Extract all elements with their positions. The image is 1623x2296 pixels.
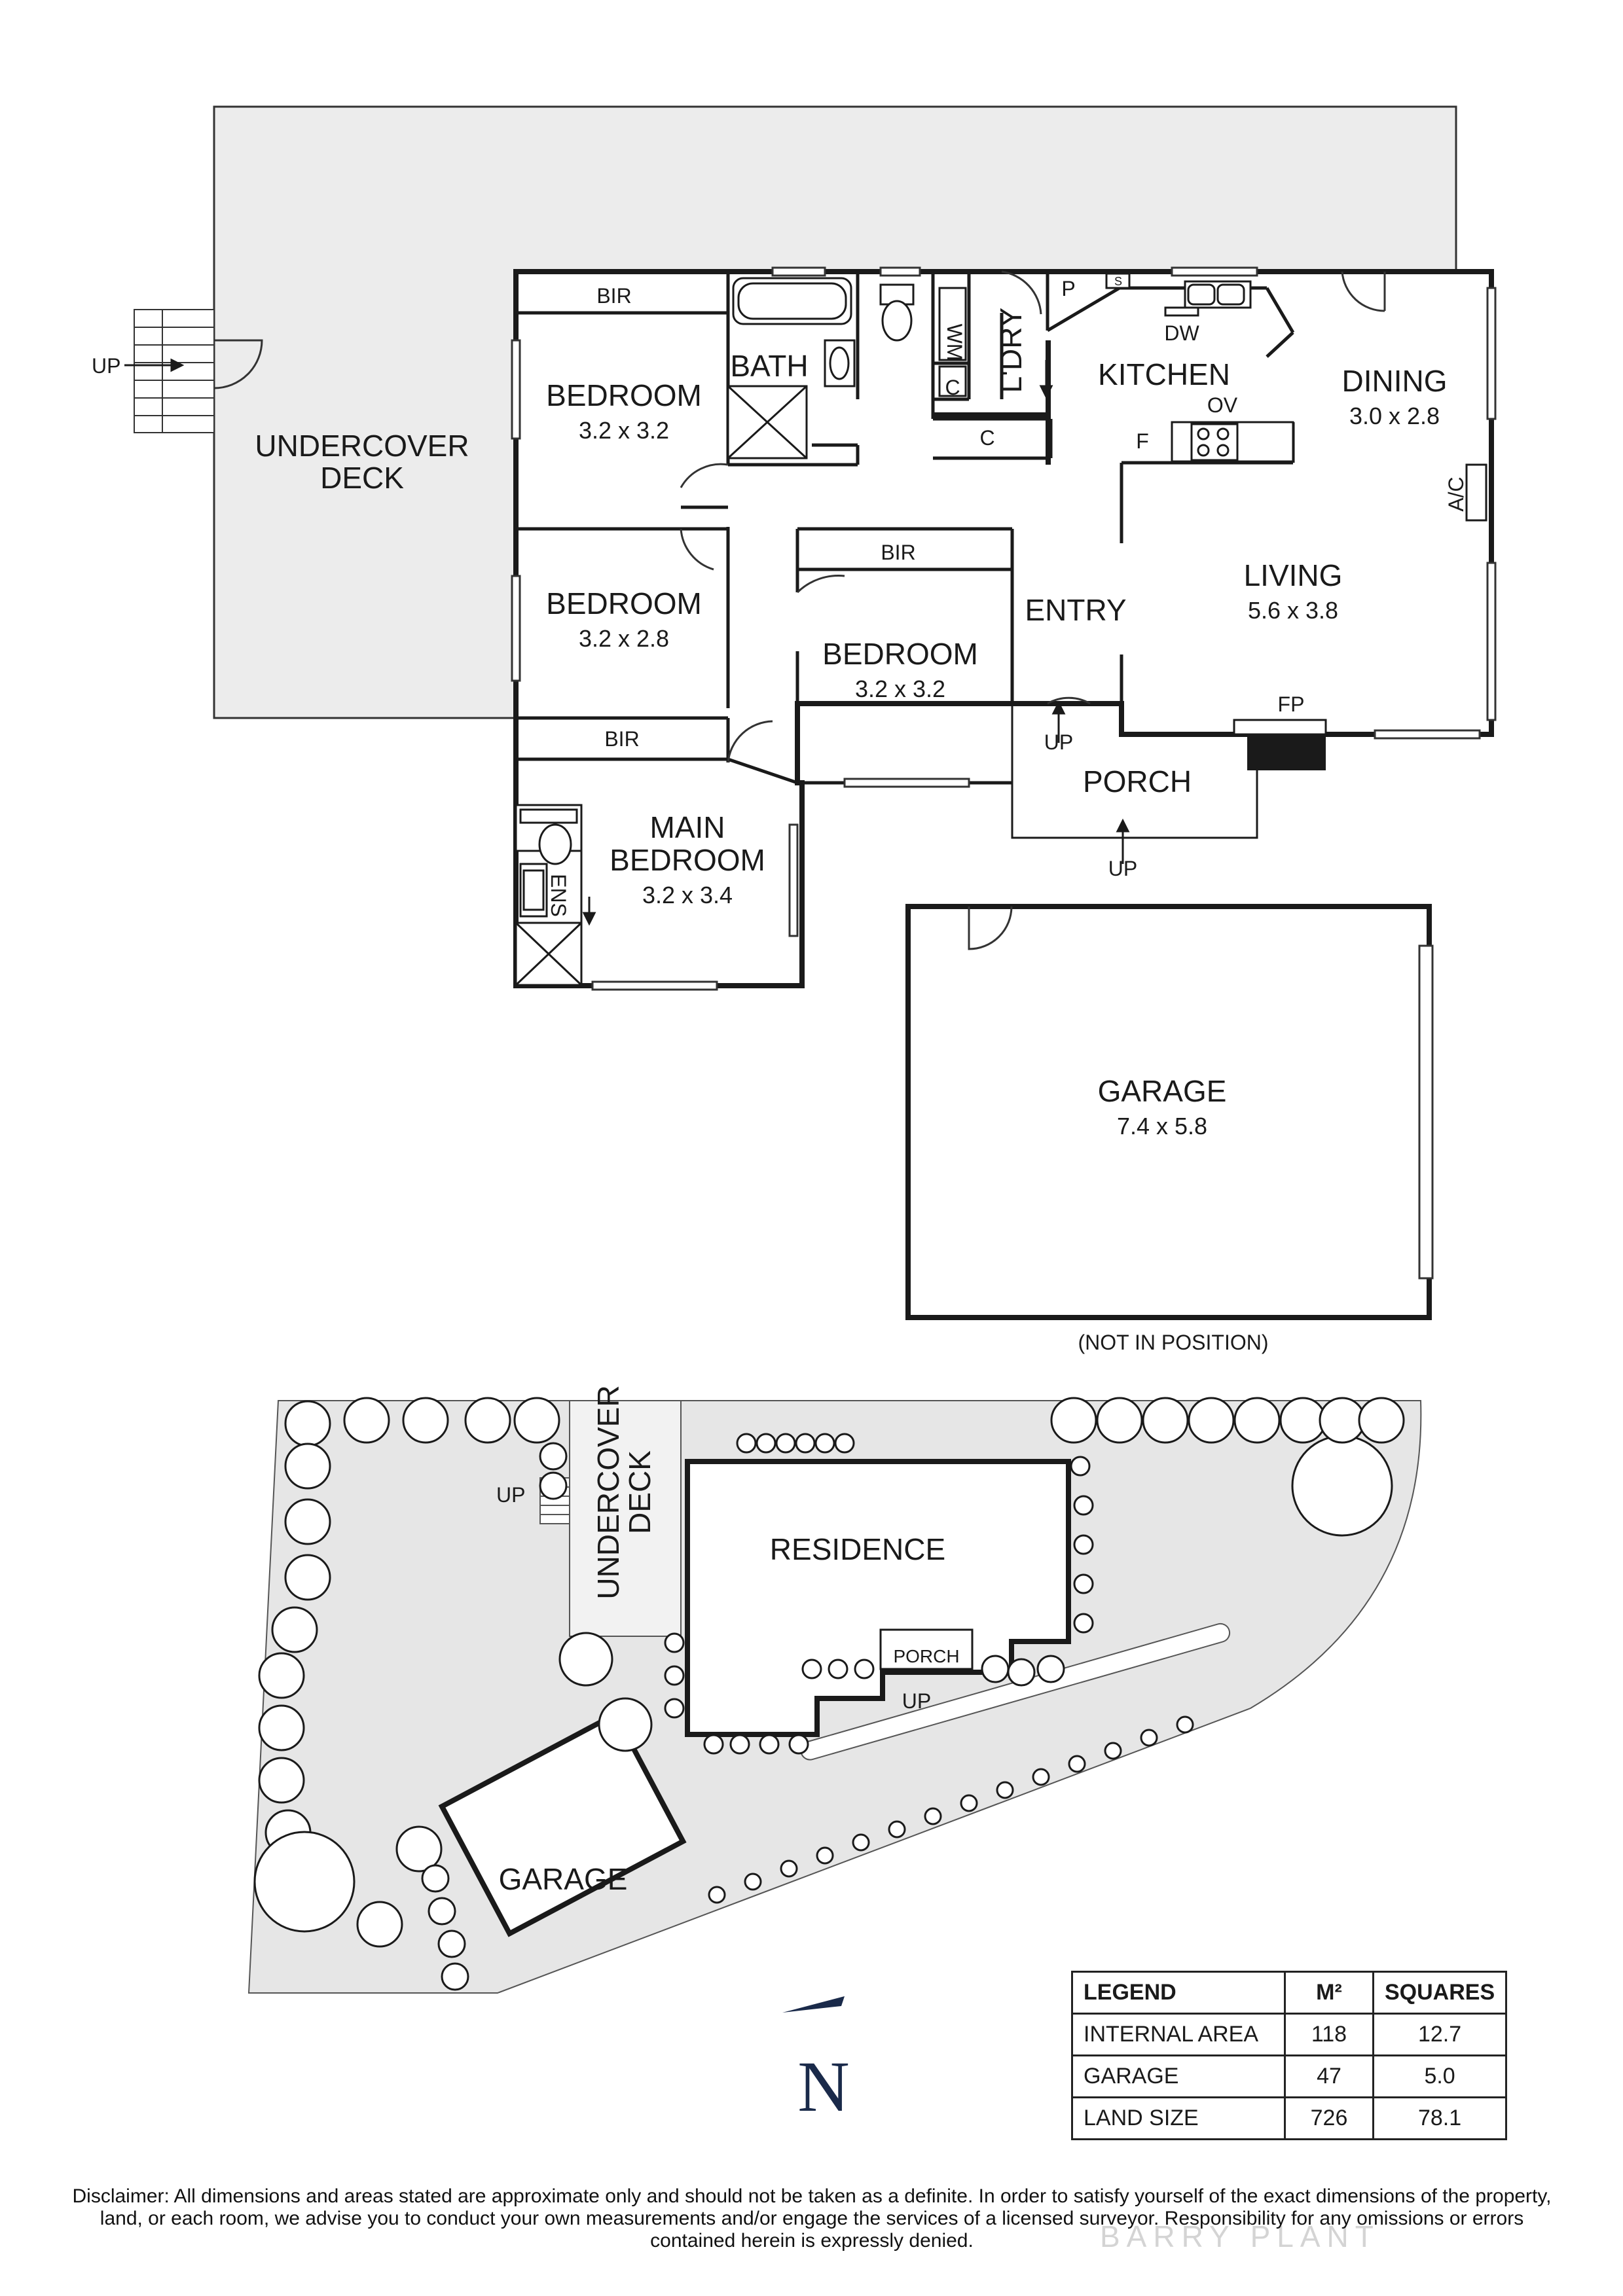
porch-outline	[1011, 704, 1258, 839]
site-deck-label-2: DECK	[623, 1450, 657, 1534]
site-garage-label: GARAGE	[499, 1862, 628, 1896]
fireplace-hearth	[1247, 734, 1326, 770]
bath-fixtures	[727, 277, 967, 459]
laundry-cupboard-bar	[933, 412, 1051, 419]
north-arrow-icon	[782, 1996, 845, 2013]
laundry-label: L'DRY	[994, 308, 1028, 393]
legend-row: LAND SIZE 726 78.1	[1071, 2096, 1508, 2140]
legend-header-row: LEGEND M² SQUARES	[1071, 1971, 1508, 2015]
bir-label-1: BIR	[596, 284, 631, 308]
deck-up-arrow	[124, 358, 185, 372]
ov-label: OV	[1207, 393, 1238, 417]
floor-plan: UP UNDERCOVER DECK	[92, 105, 1497, 1354]
deck-steps	[134, 309, 215, 433]
kitchen-fixtures	[1105, 272, 1487, 736]
door-swings	[680, 270, 1386, 763]
legend-row-m2: 118	[1284, 2013, 1374, 2056]
legend-header-squares: SQUARES	[1372, 1971, 1508, 2015]
laundry-wall-bar	[1046, 340, 1051, 465]
north-label: N	[797, 2047, 849, 2126]
garage-name: GARAGE	[1098, 1074, 1227, 1108]
entry-label: ENTRY	[1025, 593, 1126, 627]
dw-label: DW	[1164, 321, 1199, 345]
site-up-label-1: UP	[496, 1483, 525, 1507]
area-legend-table: LEGEND M² SQUARES INTERNAL AREA 118 12.7…	[1071, 1971, 1508, 2140]
garage-size: 7.4 x 5.8	[1117, 1113, 1207, 1139]
cupboard-label-2: C	[979, 426, 994, 450]
porch-up-label-2: UP	[1108, 857, 1137, 880]
pantry-label: P	[1061, 277, 1075, 300]
bir-label-2: BIR	[881, 541, 915, 564]
ac-label: A/C	[1444, 476, 1468, 511]
garage-door-swing	[968, 906, 1013, 950]
residence-label: RESIDENCE	[770, 1532, 945, 1566]
tree-symbols	[253, 1397, 1405, 1948]
windows	[511, 266, 1497, 991]
site-porch-label: PORCH	[893, 1646, 959, 1666]
bath-label: BATH	[730, 349, 808, 383]
main-bedroom-size: 3.2 x 3.4	[642, 882, 733, 908]
deck-door-swing	[213, 339, 263, 389]
legend-row-label: INTERNAL AREA	[1071, 2013, 1286, 2056]
bedroom3-size: 3.2 x 3.2	[855, 675, 945, 702]
deck-label-1: UNDERCOVER	[255, 429, 469, 463]
porch-label: PORCH	[1083, 764, 1192, 798]
bedroom3-name: BEDROOM	[822, 637, 978, 671]
wm-label: WM	[943, 324, 966, 361]
detached-garage	[905, 904, 1432, 1320]
bedroom2-name: BEDROOM	[546, 586, 702, 620]
sink-label: S	[1114, 275, 1122, 288]
bedroom1-size: 3.2 x 3.2	[579, 417, 669, 444]
legend-row: INTERNAL AREA 118 12.7	[1071, 2013, 1508, 2056]
site-deck-label-1: UNDERCOVER	[591, 1385, 625, 1599]
legend-row-label: LAND SIZE	[1071, 2096, 1286, 2140]
fp-label: FP	[1278, 692, 1305, 716]
kitchen-label: KITCHEN	[1098, 357, 1230, 391]
main-bedroom-line2: BEDROOM	[610, 843, 765, 877]
legend-row-m2: 47	[1284, 2054, 1374, 2098]
living-size: 5.6 x 3.8	[1248, 597, 1338, 624]
not-in-position-label: (NOT IN POSITION)	[1078, 1331, 1269, 1354]
dining-size: 3.0 x 2.8	[1349, 403, 1440, 429]
cupboard-label-1: C	[945, 376, 960, 399]
legend-row-squares: 12.7	[1372, 2013, 1508, 2056]
bedroom2-size: 3.2 x 2.8	[579, 625, 669, 652]
porch-up-label-1: UP	[1044, 730, 1073, 754]
site-undercover-deck	[569, 1400, 682, 1637]
deck-up-label: UP	[92, 354, 120, 378]
site-porch	[879, 1628, 974, 1670]
site-plan: UNDERCOVER DECK UP RESIDENCE PORCH UP GA…	[247, 1385, 1422, 2126]
legend-header-label: LEGEND	[1071, 1971, 1286, 2015]
legend-row-label: GARAGE	[1071, 2054, 1286, 2098]
dining-name: DINING	[1342, 364, 1448, 398]
main-bedroom-line1: MAIN	[650, 810, 725, 844]
bedroom1-name: BEDROOM	[546, 378, 702, 412]
legend-row: GARAGE 47 5.0	[1071, 2054, 1508, 2098]
legend-row-squares: 5.0	[1372, 2054, 1508, 2098]
shrub-symbols	[421, 1433, 1194, 1991]
watermark-logo: BARRY PLANT	[1100, 2219, 1380, 2253]
legend-header-m2: M²	[1284, 1971, 1374, 2015]
deck-label-2: DECK	[320, 461, 404, 495]
legend-row-squares: 78.1	[1372, 2096, 1508, 2140]
disclaimer-text: Disclaimer: All dimensions and areas sta…	[72, 2185, 1552, 2251]
ensuite-fixtures	[515, 804, 583, 986]
porch-up-arrows	[582, 360, 1130, 926]
legend-row-m2: 726	[1284, 2096, 1374, 2140]
site-garage	[438, 1710, 687, 1937]
garage-roller-door	[1418, 944, 1434, 1280]
bir-label-3: BIR	[604, 727, 639, 751]
living-name: LIVING	[1244, 558, 1343, 592]
fridge-label: F	[1136, 429, 1149, 453]
ens-label: ENS	[547, 874, 570, 917]
